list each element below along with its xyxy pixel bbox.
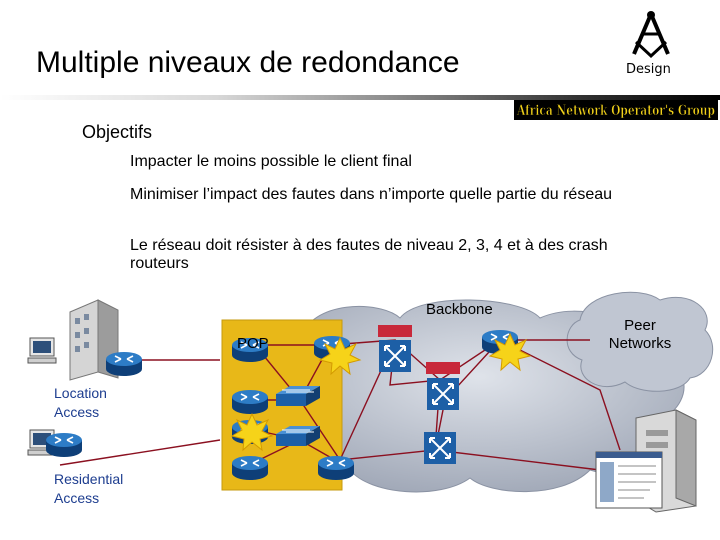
slide-title: Multiple niveaux de redondance bbox=[36, 46, 460, 79]
org-logo: Africa Network Operator's Group bbox=[514, 100, 718, 120]
residential-access-label-line1: Residential bbox=[54, 471, 123, 487]
backbone-xswitch-2-icon bbox=[426, 362, 460, 411]
peer-networks-cloud bbox=[566, 291, 714, 392]
design-label: Design bbox=[626, 62, 671, 77]
objective-item-3: Le réseau doit résister à des fautes de … bbox=[130, 237, 608, 272]
pop-edge-router-2-icon bbox=[317, 455, 355, 481]
location-access-label-line1: Location bbox=[54, 385, 107, 401]
server-icon bbox=[635, 409, 697, 513]
peer-networks-label-line1: Peer bbox=[624, 317, 656, 334]
peer-networks-label-line2: Networks bbox=[609, 335, 672, 352]
header-rule bbox=[0, 95, 720, 100]
residential-access-label-line2: Access bbox=[54, 490, 99, 506]
pop-router-2-icon bbox=[231, 389, 269, 415]
pop-router-4-icon bbox=[231, 455, 269, 481]
objectives-heading: Objectifs bbox=[82, 122, 153, 142]
backbone-label: Backbone bbox=[426, 301, 493, 318]
objective-item-2: Minimiser l’impact des fautes dans n’imp… bbox=[130, 186, 613, 203]
residential-router-icon bbox=[45, 432, 83, 458]
network-diagram: Backbone POP Peer Networks Location Acce… bbox=[27, 291, 714, 513]
location-router-icon bbox=[105, 351, 143, 377]
compass-logo-icon bbox=[632, 11, 670, 59]
backbone-xswitch-3-icon bbox=[423, 431, 457, 465]
pop-label: POP bbox=[237, 335, 269, 352]
location-access-label-line2: Access bbox=[54, 404, 99, 420]
web-page-icon bbox=[595, 451, 663, 509]
svg-text:Africa Network Operator's Grou: Africa Network Operator's Group bbox=[516, 103, 715, 119]
backbone-xswitch-1-icon bbox=[378, 325, 412, 373]
objective-item-1: Impacter le moins possible le client fin… bbox=[130, 153, 412, 170]
location-pc-icon bbox=[27, 337, 57, 364]
